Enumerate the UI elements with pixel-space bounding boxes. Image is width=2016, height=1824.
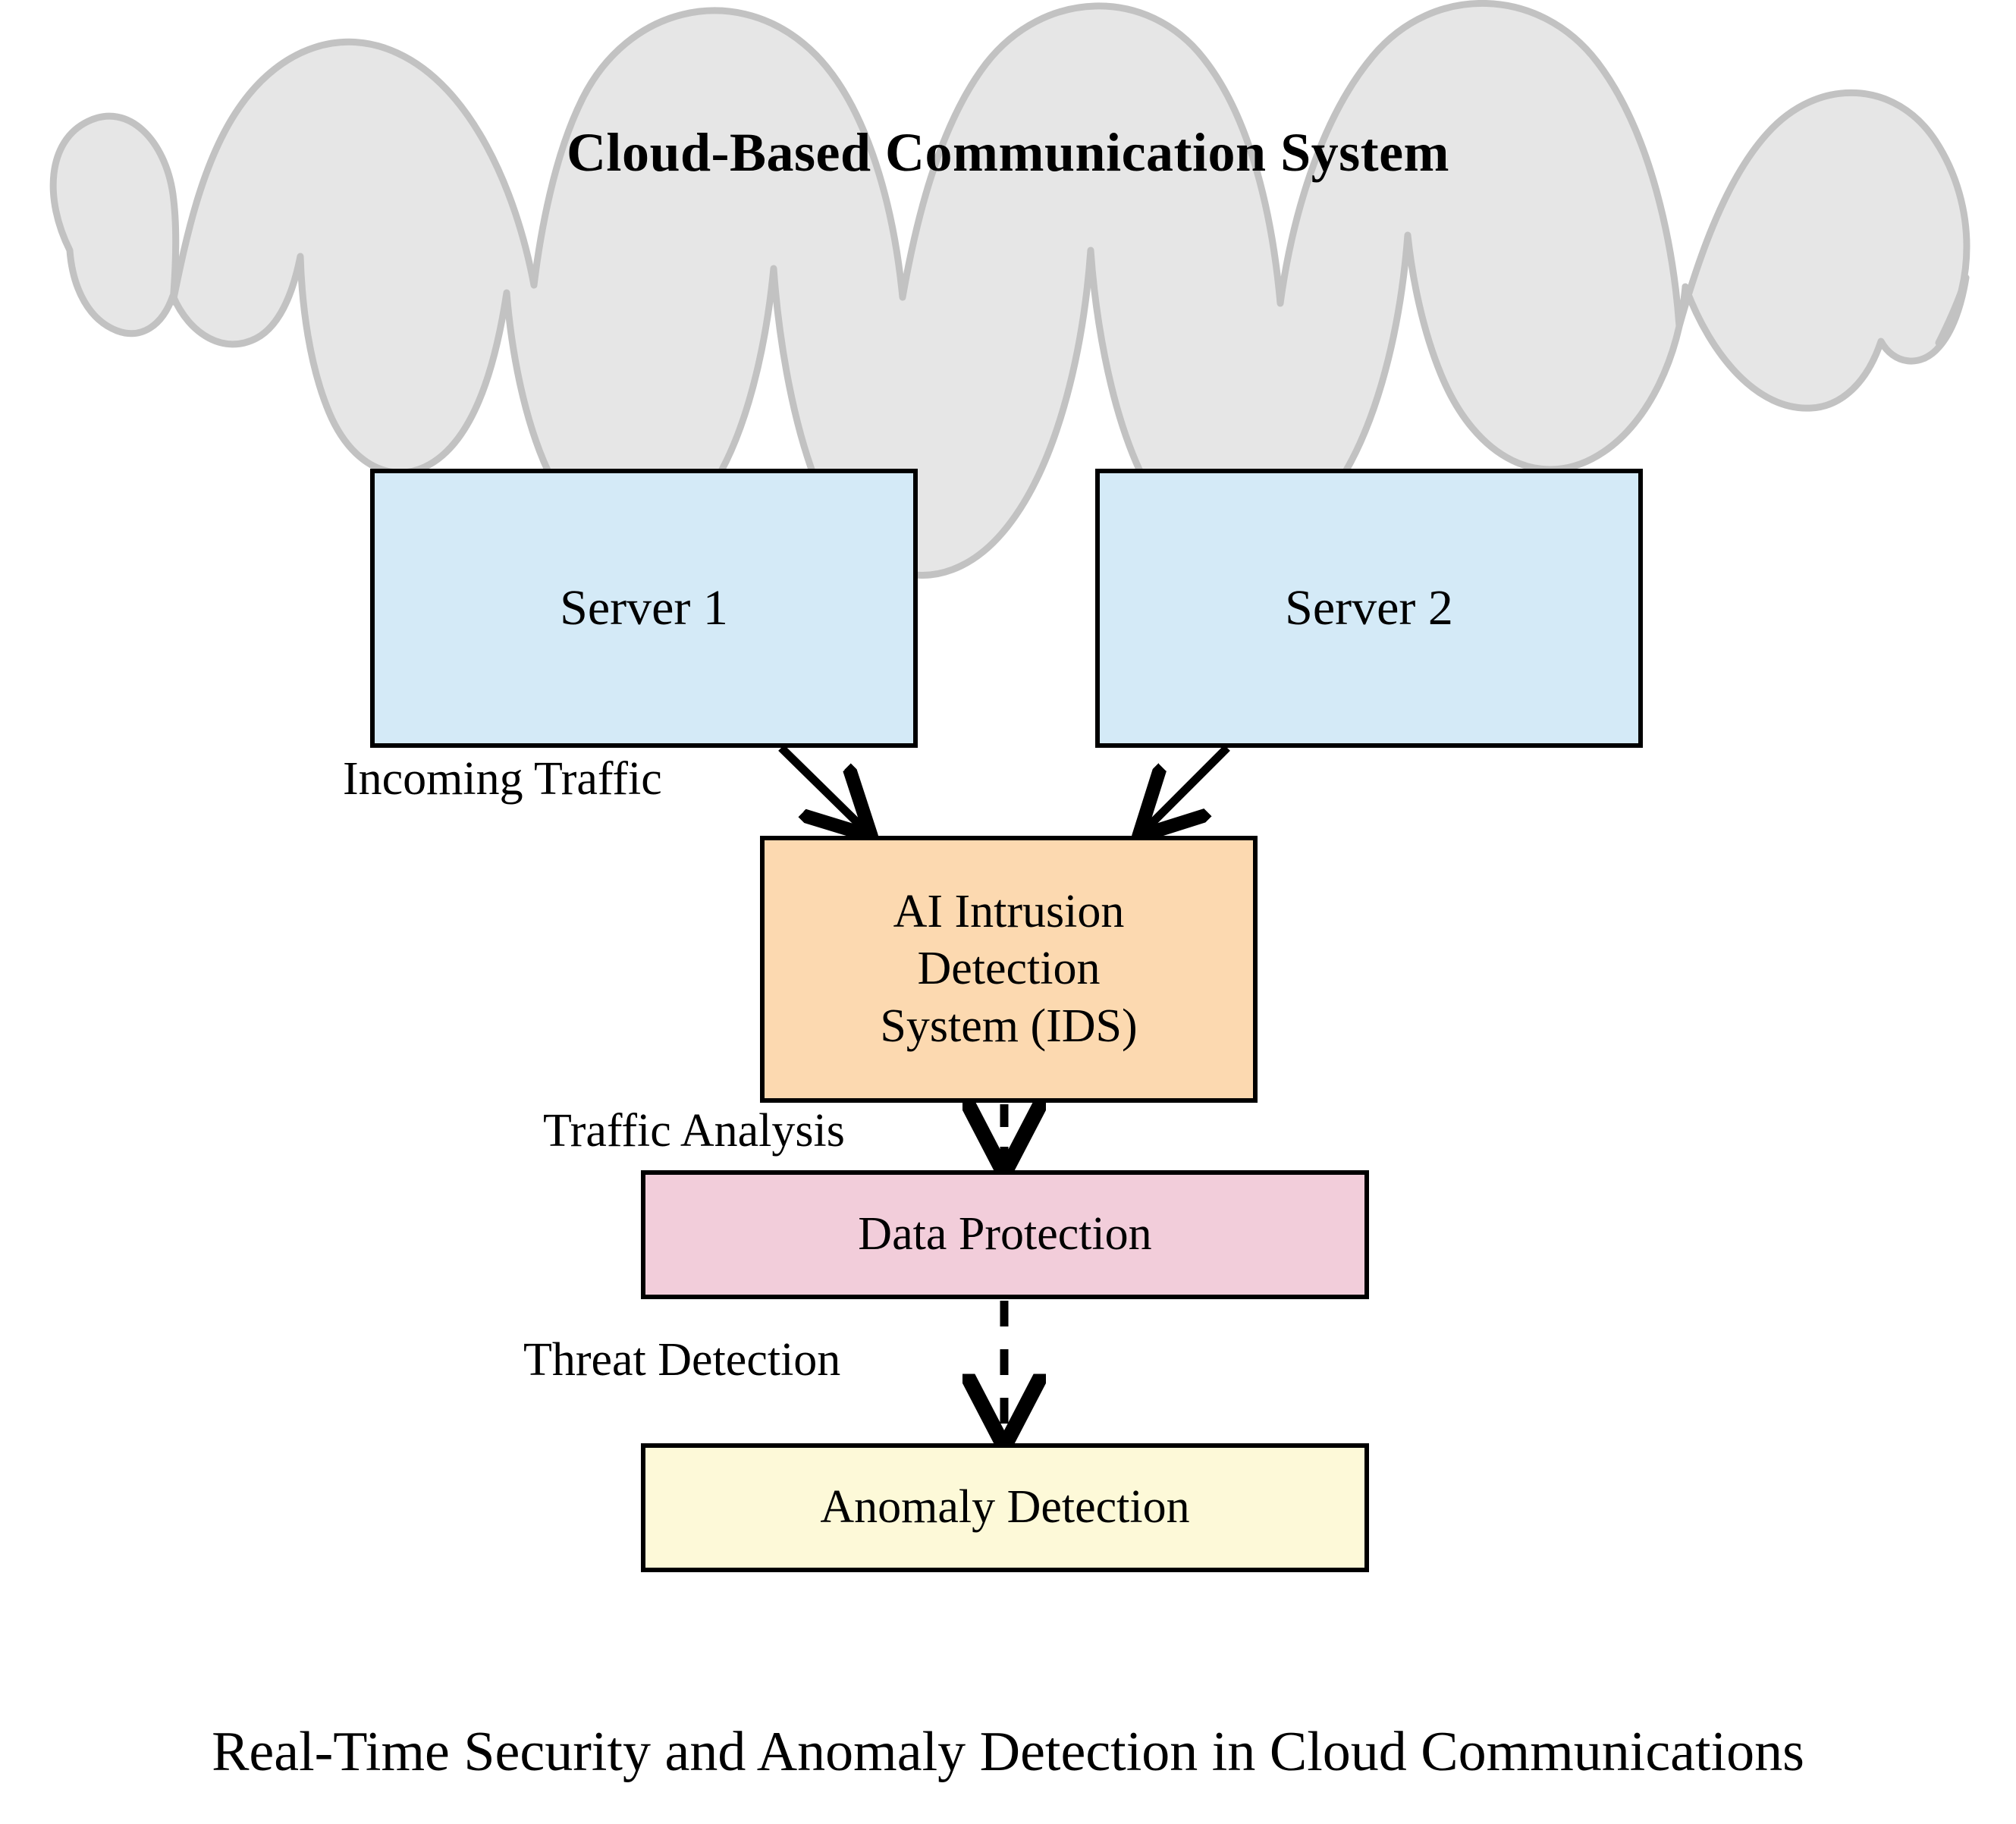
node-server-2-label: Server 2	[1285, 579, 1453, 636]
cloud-title: Cloud-Based Communication System	[566, 122, 1450, 183]
cloud-outline	[49, 0, 1970, 579]
node-data-protection[interactable]: Data Protection	[641, 1170, 1369, 1299]
edge-label-incoming-traffic: Incoming Traffic	[343, 753, 662, 805]
figure-caption: Real-Time Security and Anomaly Detection…	[212, 1721, 1804, 1783]
edge-label-traffic-analysis: Traffic Analysis	[543, 1105, 845, 1157]
node-server-2[interactable]: Server 2	[1095, 469, 1643, 748]
node-ai-intrusion-detection-system[interactable]: AI Intrusion Detection System (IDS)	[760, 836, 1258, 1103]
edge-server1-to-ids	[778, 745, 865, 830]
node-data-protection-label: Data Protection	[858, 1208, 1152, 1260]
edge-server2-to-ids	[1145, 745, 1230, 830]
node-anomaly-detection[interactable]: Anomaly Detection	[641, 1443, 1369, 1572]
cloud-shape	[49, 0, 1970, 579]
node-ids-label: AI Intrusion Detection System (IDS)	[880, 885, 1138, 1052]
node-server-1[interactable]: Server 1	[370, 469, 918, 748]
node-anomaly-detection-label: Anomaly Detection	[820, 1481, 1190, 1534]
edge-label-threat-detection: Threat Detection	[523, 1334, 841, 1386]
node-server-1-label: Server 1	[560, 579, 728, 636]
